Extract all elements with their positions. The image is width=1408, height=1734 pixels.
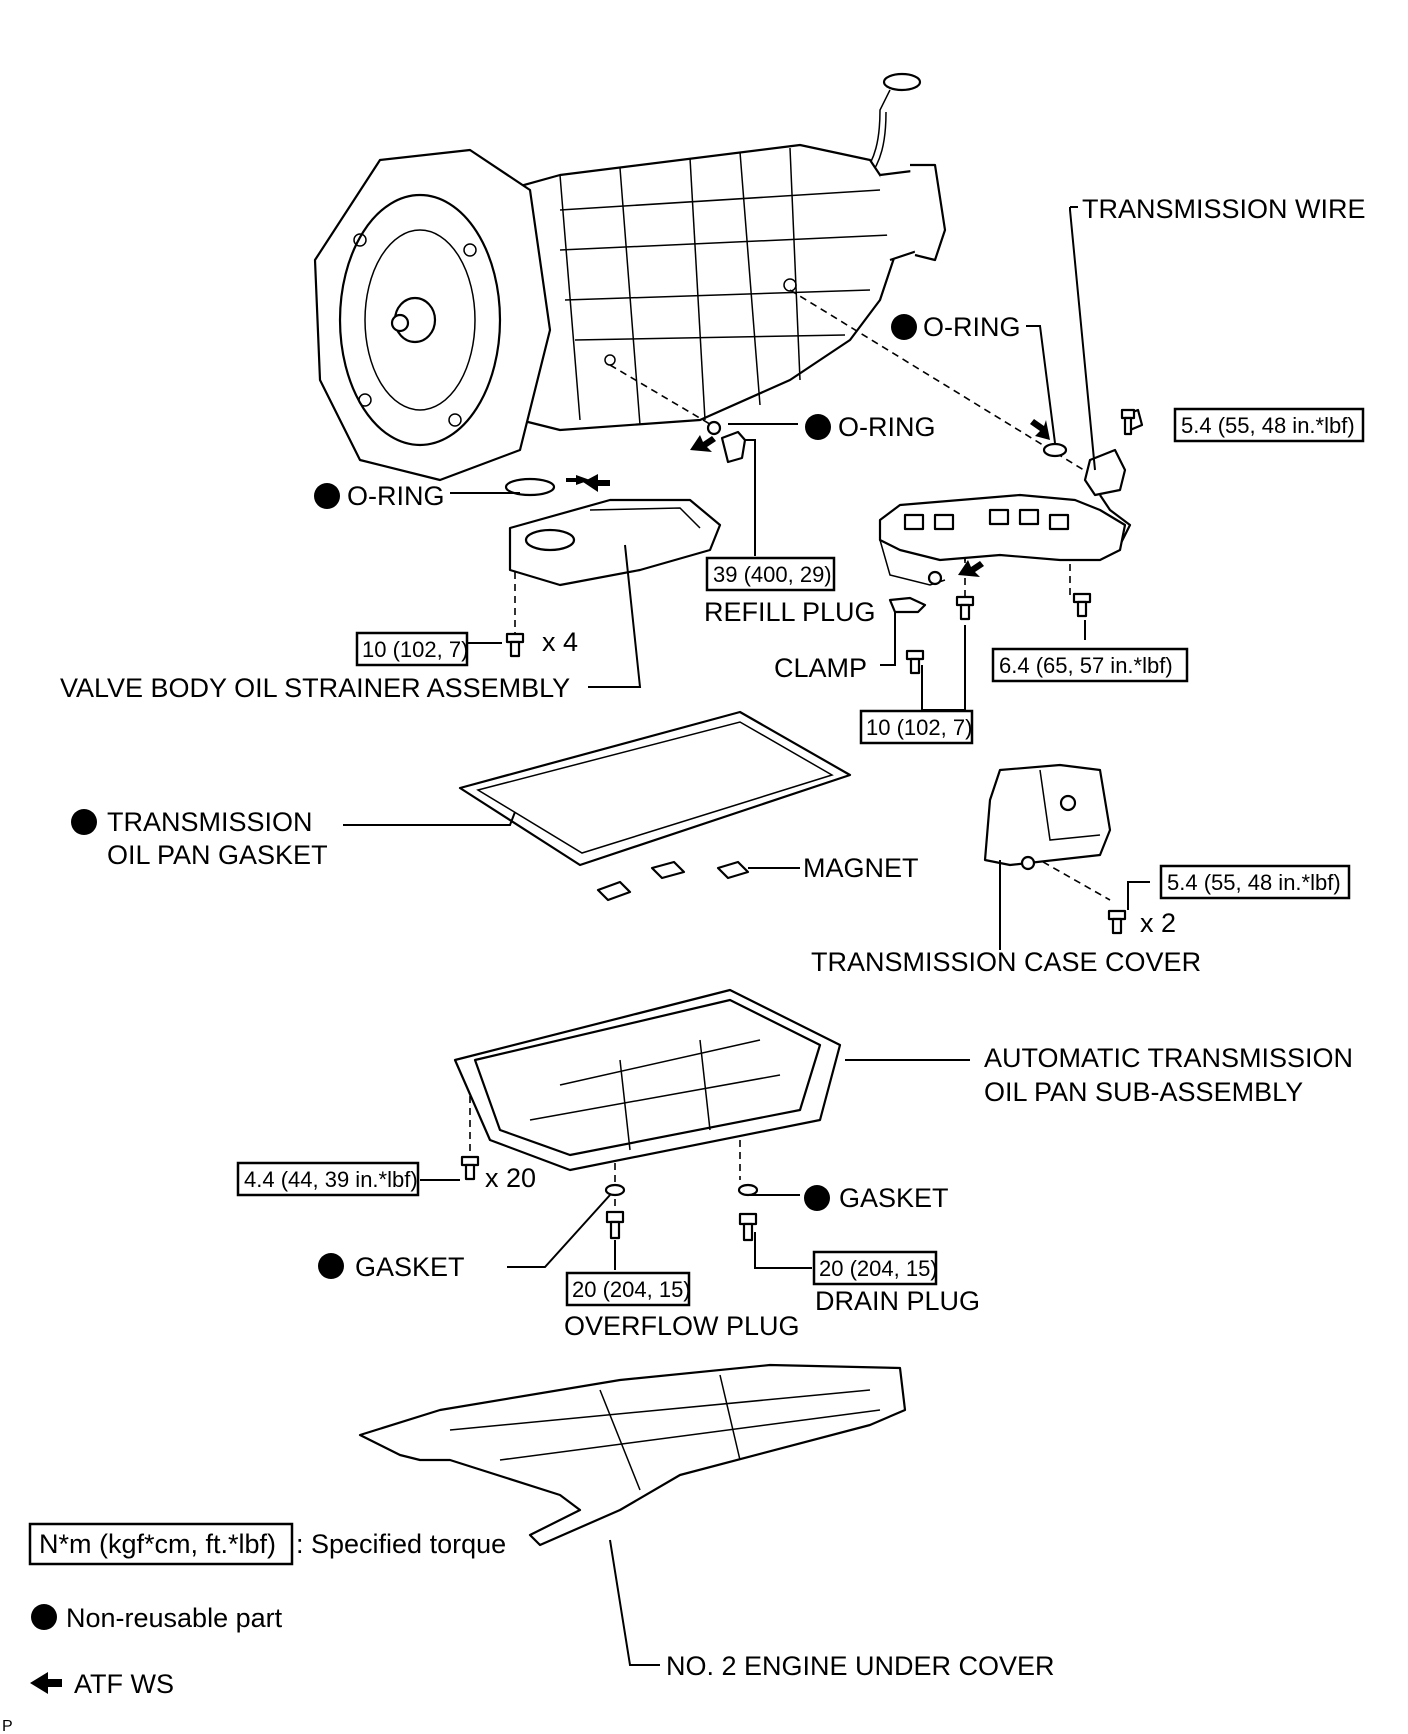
torque-wire-clamp-bolt: 6.4 (65, 57 in.*lbf) xyxy=(999,653,1173,678)
transmission-wire-part xyxy=(878,408,1144,586)
legend-torque-box: N*m (kgf*cm, ft.*lbf) xyxy=(39,1529,276,1559)
legend-atf: ATF WS xyxy=(74,1669,174,1699)
torque-strainer-bolt: 10 (102, 7) xyxy=(362,637,468,662)
label-oil-pan-1: AUTOMATIC TRANSMISSION xyxy=(984,1043,1353,1073)
label-clamp: CLAMP xyxy=(774,653,867,683)
quantity-labels: x 4 x 2 x 20 xyxy=(485,627,1176,1193)
label-o-ring-1: O-RING xyxy=(923,312,1021,342)
corner-mark: P xyxy=(2,1718,13,1734)
label-drain-plug: DRAIN PLUG xyxy=(815,1286,980,1316)
refill-plug-part xyxy=(720,430,747,464)
torque-case-cover-bolt: 5.4 (55, 48 in.*lbf) xyxy=(1167,870,1341,895)
label-under-cover: NO. 2 ENGINE UNDER COVER xyxy=(666,1651,1055,1681)
case-cover-part xyxy=(983,763,1112,871)
label-oil-pan-gasket-1: TRANSMISSION xyxy=(107,807,313,837)
torque-clamp-bolt: 10 (102, 7) xyxy=(866,715,972,740)
label-transmission-wire: TRANSMISSION WIRE xyxy=(1082,194,1366,224)
under-cover-part xyxy=(358,1363,907,1547)
non-reusable-dots xyxy=(71,314,917,1279)
torque-drain-plug: 20 (204, 15) xyxy=(819,1256,938,1281)
label-gasket-2: GASKET xyxy=(355,1252,465,1282)
transmission-drawing xyxy=(313,72,947,482)
leader-lines xyxy=(343,206,1150,1666)
qty-oil-pan-bolts: x 20 xyxy=(485,1163,536,1193)
oil-pan-gasket-part xyxy=(458,710,852,867)
torque-oil-pan-bolt: 4.4 (44, 39 in.*lbf) xyxy=(244,1167,418,1192)
label-gasket-1: GASKET xyxy=(839,1183,949,1213)
label-o-ring-2: O-RING xyxy=(838,412,936,442)
legend-dot-icon xyxy=(31,1604,57,1630)
clamp-part xyxy=(888,596,927,614)
legend-arrow-icon xyxy=(30,1672,62,1694)
o-ring-refill xyxy=(706,420,722,436)
bolts xyxy=(460,408,1136,1181)
torque-overflow-plug: 20 (204, 15) xyxy=(572,1277,691,1302)
o-ring-wire xyxy=(1042,442,1068,458)
torque-boxes: 5.4 (55, 48 in.*lbf) 39 (400, 29) 10 (10… xyxy=(236,407,1365,1307)
label-o-ring-3: O-RING xyxy=(347,481,445,511)
part-labels: TRANSMISSION WIRE O-RING O-RING O-RING R… xyxy=(60,194,1366,1681)
label-oil-pan-2: OIL PAN SUB-ASSEMBLY xyxy=(984,1077,1303,1107)
strainer-part xyxy=(508,498,722,587)
oil-pan-part xyxy=(453,988,842,1172)
torque-wire-bolt: 5.4 (55, 48 in.*lbf) xyxy=(1181,413,1355,438)
label-overflow-plug: OVERFLOW PLUG xyxy=(564,1311,800,1341)
magnet-parts xyxy=(596,860,750,902)
legend: N*m (kgf*cm, ft.*lbf) : Specified torque… xyxy=(2,1522,506,1734)
label-magnet: MAGNET xyxy=(803,853,919,883)
label-refill-plug: REFILL PLUG xyxy=(704,597,876,627)
qty-strainer-bolts: x 4 xyxy=(542,627,578,657)
pan-plugs xyxy=(604,1183,759,1242)
torque-refill-plug: 39 (400, 29) xyxy=(713,562,832,587)
o-ring-strainer xyxy=(504,477,556,497)
label-case-cover: TRANSMISSION CASE COVER xyxy=(811,947,1201,977)
legend-torque-desc: : Specified torque xyxy=(296,1529,506,1559)
atf-arrows xyxy=(566,419,1050,577)
label-valve-body-strainer: VALVE BODY OIL STRAINER ASSEMBLY xyxy=(60,673,570,703)
label-oil-pan-gasket-2: OIL PAN GASKET xyxy=(107,840,328,870)
qty-case-cover-bolts: x 2 xyxy=(1140,908,1176,938)
legend-non-reusable: Non-reusable part xyxy=(66,1603,283,1633)
